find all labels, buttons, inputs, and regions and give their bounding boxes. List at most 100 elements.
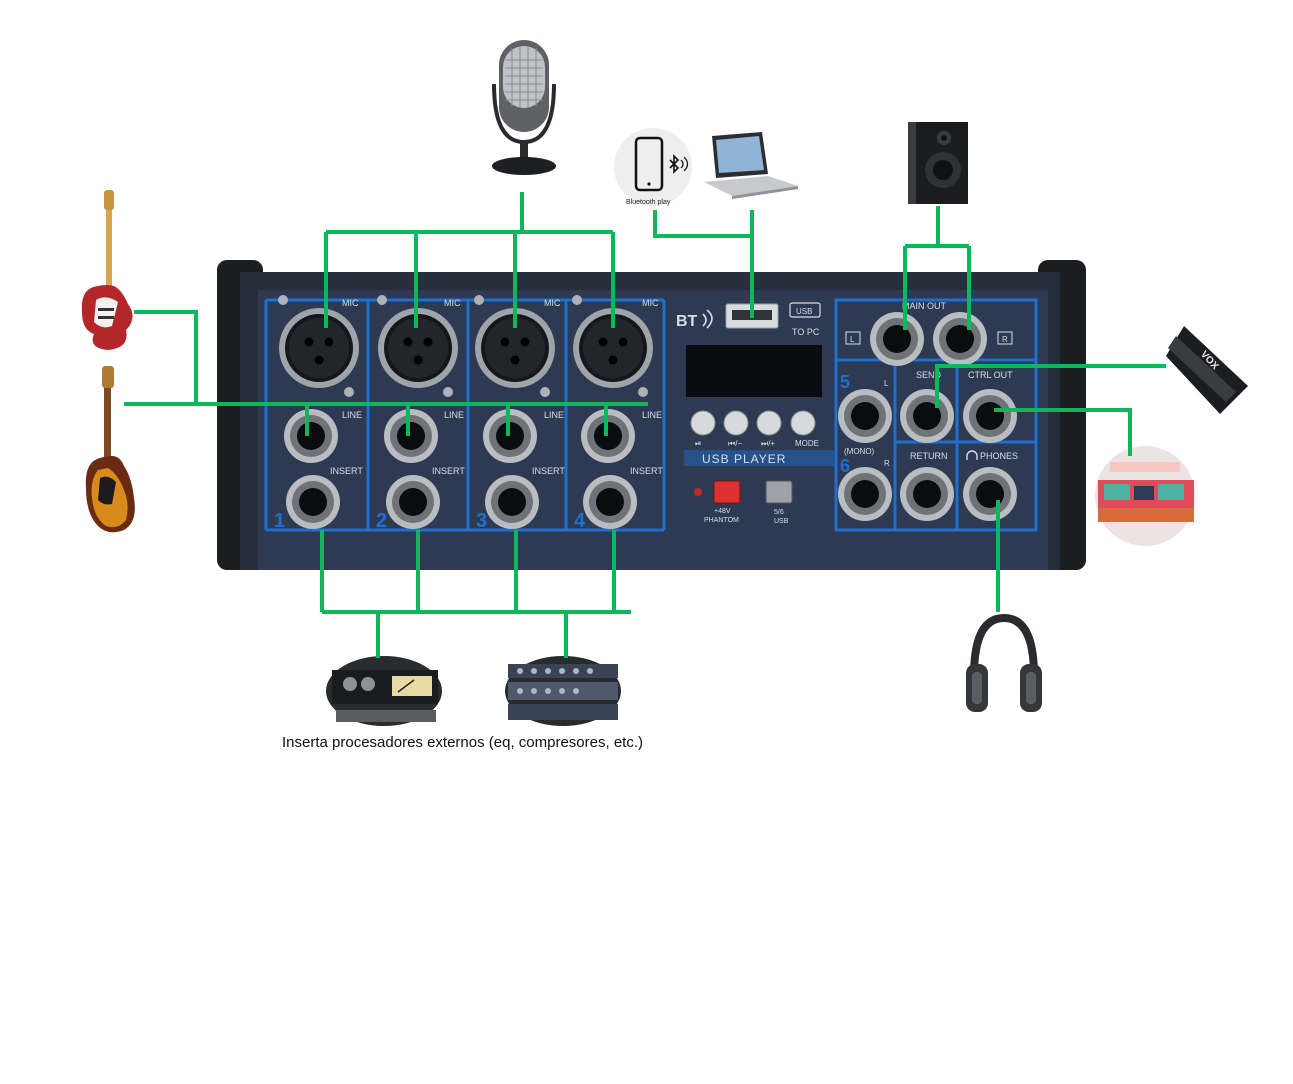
ch6-r: R (884, 459, 890, 468)
ch6-number: 6 (840, 456, 850, 476)
main-out-left-jack[interactable] (870, 312, 924, 366)
ch6-jack[interactable] (838, 467, 892, 521)
line-label-3: LINE (544, 410, 564, 420)
main-r-label: R (1002, 335, 1008, 344)
compressor-icon (326, 656, 442, 726)
wire-guitar (134, 310, 198, 404)
output-jacks (838, 312, 1017, 521)
channel-number-1: 1 (274, 510, 285, 532)
mode-switch[interactable] (765, 480, 793, 504)
insert-jack-4[interactable] (583, 475, 637, 529)
main-out-right-jack[interactable] (933, 312, 987, 366)
wire-insert-branches (320, 530, 616, 612)
mode-switch-line2: USB (774, 518, 789, 525)
electric-guitar-icon (81, 190, 133, 350)
xlr-input-1[interactable] (278, 295, 359, 397)
connection-wires (124, 192, 1166, 658)
player-buttons: ⏯ ⏮/− ⏭/+ MODE (690, 410, 819, 448)
wifi-icon (702, 309, 713, 329)
phantom-line1: +48V (714, 508, 731, 515)
phones-jack[interactable] (963, 467, 1017, 521)
player-button-label-2: ⏮/− (728, 439, 742, 448)
phantom-line2: PHANTOM (704, 517, 739, 524)
speaker-icon (908, 122, 968, 204)
usb-to-pc: TO PC (792, 327, 820, 337)
ch5-l: L (884, 379, 889, 388)
phones-label: PHONES (980, 451, 1018, 461)
headphones-icon (966, 613, 1042, 712)
wire-ctrl-out (994, 408, 1132, 456)
pedal-icon: VOX (1166, 326, 1248, 414)
ch5-number: 5 (840, 372, 850, 392)
player-button-label-1: ⏯ (695, 439, 701, 448)
insert-jack-1[interactable] (286, 475, 340, 529)
channel-number-2: 2 (376, 510, 387, 532)
send-jack[interactable] (900, 389, 954, 443)
bluetooth-icon (669, 154, 680, 174)
usb-player-label: USB PLAYER (702, 452, 786, 466)
line-label-4: LINE (642, 410, 662, 420)
insert-jack-2[interactable] (386, 475, 440, 529)
line-jack-2[interactable] (384, 409, 438, 463)
player-button-2[interactable]: ⏮/− (723, 410, 749, 448)
player-button-4[interactable]: MODE (790, 410, 819, 448)
player-button-3[interactable]: ⏭/+ (756, 410, 782, 448)
xlr-input-4[interactable] (572, 295, 653, 397)
mode-switch-line1: 5/6 (774, 509, 784, 516)
ctrl-out-label: CTRL OUT (968, 370, 1013, 380)
bass-guitar-icon (85, 366, 135, 533)
insert-jack-3[interactable] (485, 475, 539, 529)
phantom-button[interactable] (713, 480, 741, 504)
mic-label-1: MIC (342, 298, 359, 308)
main-l-label: L (850, 335, 855, 344)
channel-number-4: 4 (574, 510, 586, 532)
wire-line-branches (305, 404, 608, 436)
mic-label-4: MIC (642, 298, 659, 308)
insert-label-4: INSERT (630, 466, 663, 476)
channel-number-3: 3 (476, 510, 487, 532)
channel-labels: MIC LINE INSERT 1 MIC LINE INSERT 2 MIC LINE INSER… (274, 298, 663, 532)
insert-label-2: INSERT (432, 466, 465, 476)
channel-strips (264, 298, 1038, 532)
player-button-1[interactable]: ⏯ (690, 410, 716, 448)
insert-caption: Inserta procesadores externos (eq, compr… (282, 734, 643, 751)
line-jack-1[interactable] (284, 409, 338, 463)
output-section: MAIN OUT L R 5 L (MONO) 6 R SEND CTRL OU… (840, 301, 1018, 476)
line-label-1: LINE (342, 410, 362, 420)
xlr-input-3[interactable] (474, 295, 555, 397)
microphone-icon (492, 40, 556, 175)
studio-icon (1095, 446, 1195, 546)
wire-processor-drops (376, 612, 568, 658)
usb-player-section: BT USB TO PC ⏯ ⏮/− ⏭/+ MODE USB PLAYER +48V… (676, 302, 834, 525)
mic-label-3: MIC (544, 298, 561, 308)
jack-inputs (284, 409, 637, 529)
ch5-jack[interactable] (838, 389, 892, 443)
mono-label: (MONO) (844, 447, 875, 456)
return-label: RETURN (910, 451, 948, 461)
wire-main-out (903, 206, 971, 330)
xlr-input-2[interactable] (377, 295, 458, 397)
return-jack[interactable] (900, 467, 954, 521)
wire-pedal (935, 364, 1166, 408)
send-label: SEND (916, 370, 942, 380)
bluetooth-phone-icon: Bluetooth play (614, 128, 692, 206)
player-button-label-3: ⏭/+ (761, 439, 775, 448)
usb-badge: USB (796, 307, 812, 316)
main-out-label: MAIN OUT (902, 301, 947, 311)
line-label-2: LINE (444, 410, 464, 420)
laptop-icon (704, 132, 798, 199)
bt-label: BT (676, 313, 698, 330)
xlr-inputs (278, 295, 653, 397)
wire-mic-branches (324, 232, 615, 328)
lcd-display (686, 345, 822, 397)
ctrl-out-jack[interactable] (963, 389, 1017, 443)
insert-label-1: INSERT (330, 466, 363, 476)
phantom-led (694, 488, 702, 496)
rack-processor-icon (505, 656, 621, 726)
wire-bluetooth (653, 210, 752, 238)
mic-label-2: MIC (444, 298, 461, 308)
player-button-label-4: MODE (795, 439, 819, 448)
bluetooth-caption: Bluetooth play (626, 199, 671, 206)
insert-label-3: INSERT (532, 466, 565, 476)
